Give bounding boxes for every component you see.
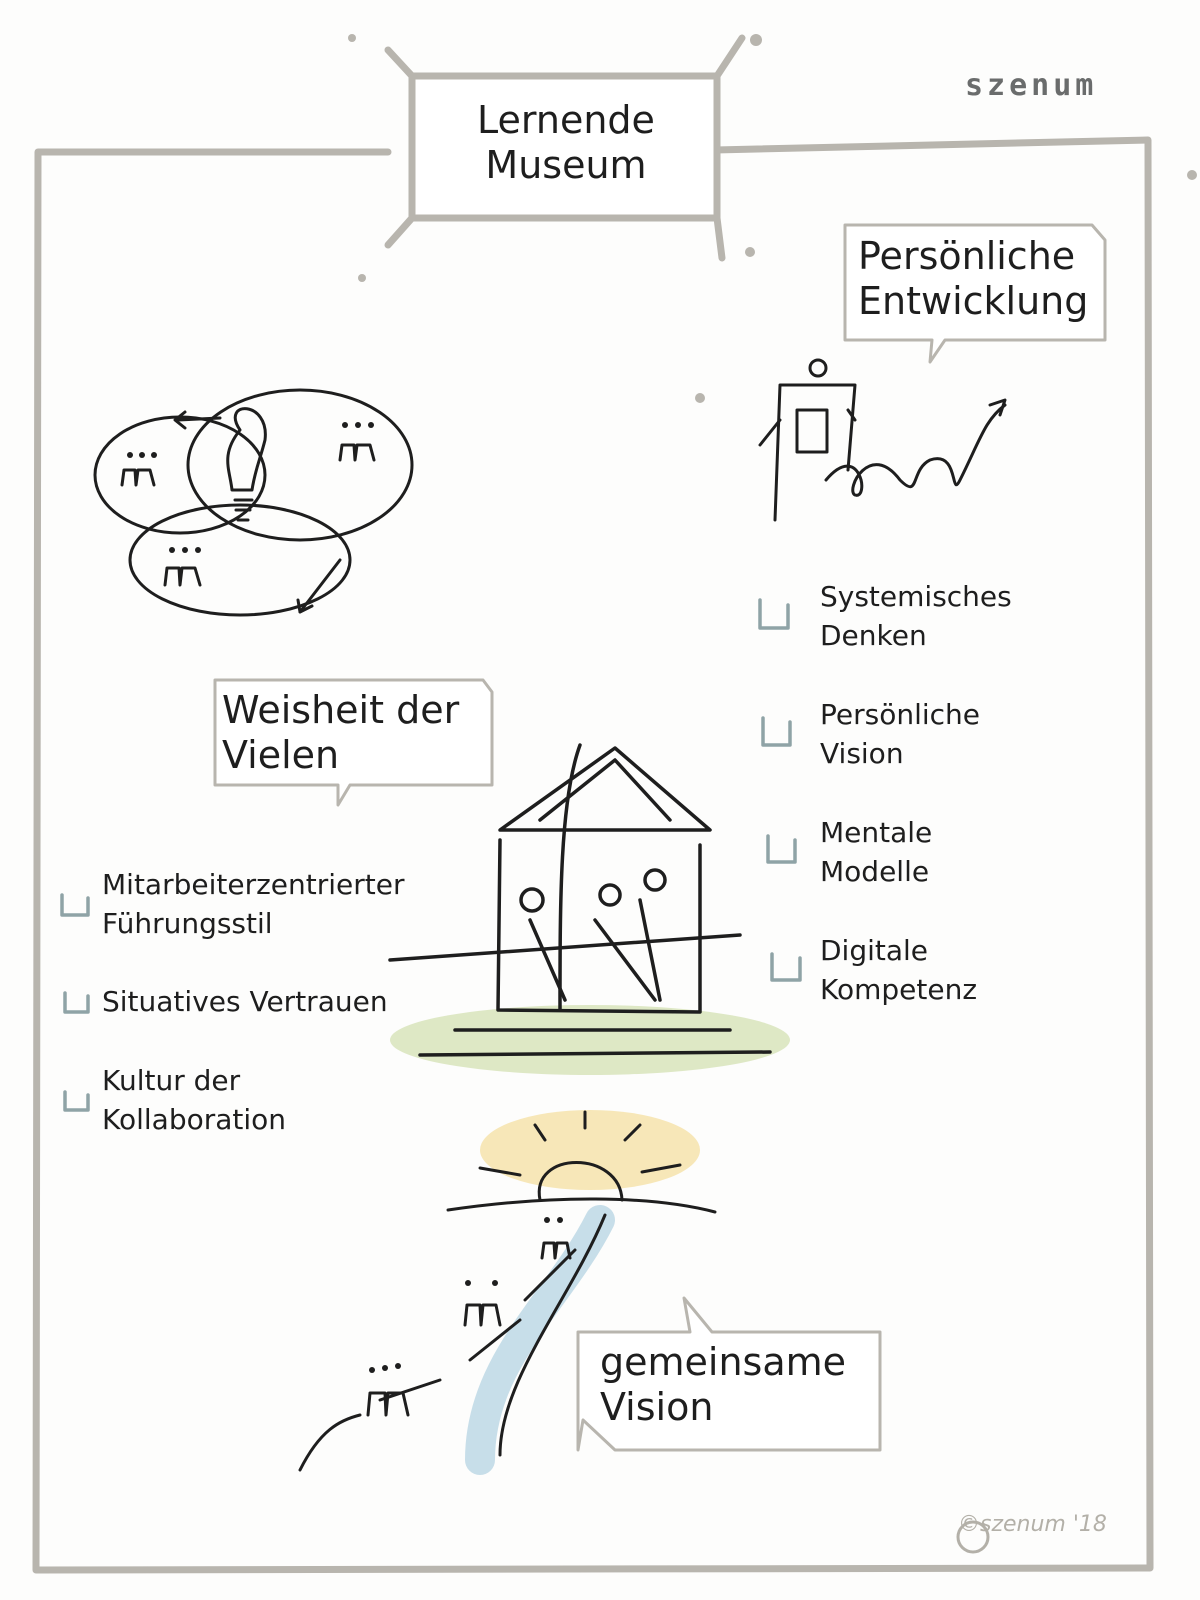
title-line: Museum [485, 142, 647, 187]
item-line: Denken [820, 618, 927, 652]
heading-line: Vielen [222, 732, 340, 777]
item-line: Mitarbeiterzentrierter [102, 868, 405, 901]
heading-shared-vision: gemeinsame Vision [600, 1340, 846, 1430]
house-drawing [388, 743, 772, 1057]
heading-wisdom-of-many: Weisheit der Vielen [222, 688, 459, 778]
list-item: Systemisches Denken [820, 578, 1012, 655]
sun-glow [480, 1110, 700, 1190]
heading-line: Weisheit der [222, 688, 460, 732]
copyright-text: ©szenum '18 [958, 1512, 1107, 1537]
checkbox-icons [60, 598, 802, 1112]
list-item: Mitarbeiterzentrierter Führungsstil [102, 866, 404, 943]
sunrise-drawing [298, 1110, 717, 1472]
copyright-circle [956, 1520, 990, 1554]
title-line: Lernende [477, 98, 655, 142]
szenum-logo: szenum [965, 68, 1098, 103]
item-line: Persönliche [820, 698, 981, 731]
item-line: Kompetenz [820, 972, 978, 1006]
path-wash [465, 1205, 615, 1475]
speech-bubbles [213, 223, 1107, 1452]
item-line: Vision [820, 736, 904, 770]
list-item: Persönliche Vision [820, 696, 980, 773]
heading-personal-development: Persönliche Entwicklung [858, 234, 1088, 324]
item-line: Führungsstil [102, 906, 273, 940]
item-line: Digitale [820, 934, 929, 967]
heading-line: Entwicklung [858, 278, 1089, 323]
list-item: Kultur der Kollaboration [102, 1062, 286, 1139]
personal-growth-drawing [758, 358, 1007, 522]
heading-line: Persönliche [858, 234, 1076, 278]
item-line: Situatives Vertrauen [102, 985, 388, 1018]
page-title: Lernende Museum [436, 98, 696, 188]
item-line: Systemisches [820, 580, 1012, 613]
title-box [384, 34, 746, 262]
heading-line: Vision [600, 1384, 714, 1429]
heading-line: gemeinsame [600, 1340, 847, 1384]
decor-dots [348, 34, 1197, 403]
list-item: Situatives Vertrauen [102, 983, 388, 1022]
item-line: Mentale [820, 816, 933, 849]
item-line: Modelle [820, 854, 930, 888]
frame [32, 136, 1154, 1574]
list-item: Digitale Kompetenz [820, 932, 977, 1009]
green-wash [390, 1005, 790, 1075]
item-line: Kollaboration [102, 1102, 287, 1136]
idea-cycle-drawing [93, 388, 414, 617]
item-line: Kultur der [102, 1064, 241, 1097]
list-item: Mentale Modelle [820, 814, 932, 891]
